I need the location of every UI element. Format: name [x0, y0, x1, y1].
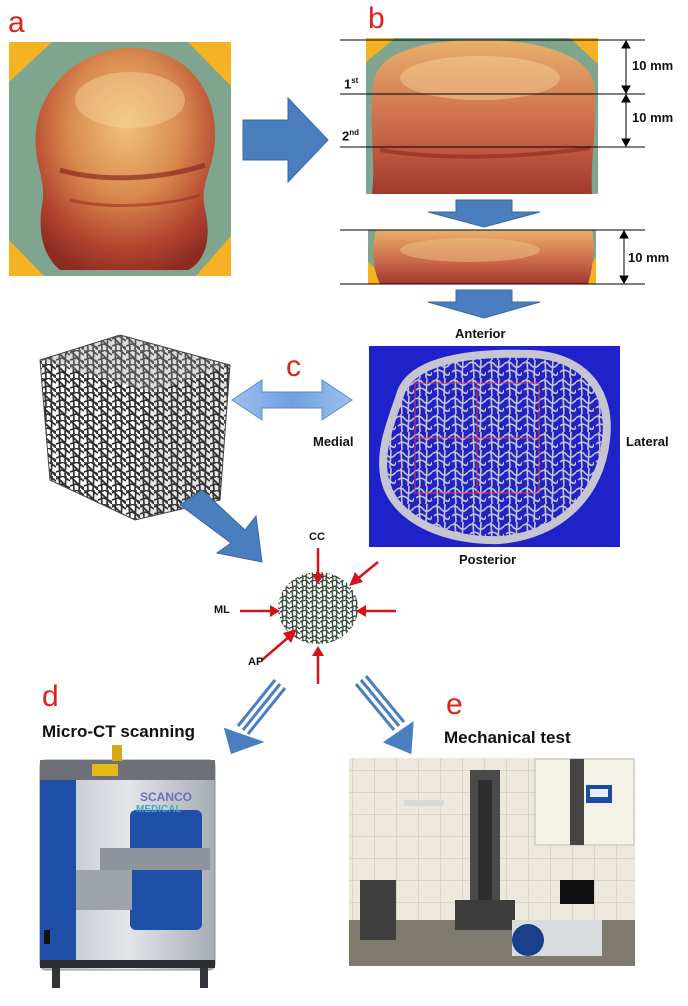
dimension-arrow-3	[619, 229, 629, 285]
mechanical-lab-photo	[349, 758, 635, 966]
panel-label-c: c	[286, 350, 301, 383]
arrow-to-micro-ct	[223, 679, 287, 754]
dimension-label-2: 10 mm	[632, 110, 674, 125]
label-anterior: Anterior	[455, 326, 506, 341]
dimension-label-1: 10 mm	[632, 58, 674, 73]
arrow-a-to-b	[242, 96, 329, 184]
label-ap: AP	[248, 656, 264, 668]
sliced-bone-photo	[366, 38, 598, 194]
panel-label-d: d	[42, 680, 59, 713]
label-ml: ML	[214, 604, 230, 616]
double-arrow	[231, 379, 353, 421]
dimension-label-3: 10 mm	[628, 250, 670, 265]
label-cc: CC	[309, 531, 325, 543]
load-arrow-ap-bottom	[261, 629, 297, 661]
caption-mechanical-test: Mechanical test	[444, 728, 571, 747]
femoral-head-photo	[9, 42, 231, 276]
load-arrow-cc-top	[312, 548, 324, 584]
load-arrow-cc-bottom	[312, 646, 324, 684]
dimension-arrow-2	[621, 93, 631, 148]
load-arrow-ap-top	[349, 561, 379, 586]
slice-label-second: 2nd	[342, 128, 360, 144]
trabecular-sample	[278, 572, 358, 644]
caption-micro-ct: Micro-CT scanning	[42, 722, 196, 741]
arrow-cube-to-sample	[179, 489, 263, 563]
arrow-down-2	[427, 289, 541, 319]
slice-label-first: 1st	[344, 76, 359, 92]
dimension-arrow-1	[621, 39, 631, 95]
machine-brand-line1: SCANCO	[140, 790, 193, 804]
micro-ct-machine	[39, 745, 216, 988]
label-medial: Medial	[313, 434, 354, 449]
label-posterior: Posterior	[459, 552, 517, 567]
arrow-to-mechanical	[354, 675, 414, 755]
load-arrow-ml-left	[240, 605, 280, 617]
panel-label-b: b	[368, 2, 385, 35]
ct-cross-section	[369, 346, 620, 547]
load-arrow-ml-right	[356, 605, 396, 617]
machine-brand-line2: MEDICAL	[136, 804, 182, 815]
label-lateral: Lateral	[626, 434, 669, 449]
slice-photo	[368, 230, 596, 284]
panel-label-a: a	[8, 6, 25, 39]
arrow-down-1	[427, 199, 541, 228]
panel-label-e: e	[446, 688, 463, 721]
trabecular-cube-3d	[39, 334, 231, 521]
